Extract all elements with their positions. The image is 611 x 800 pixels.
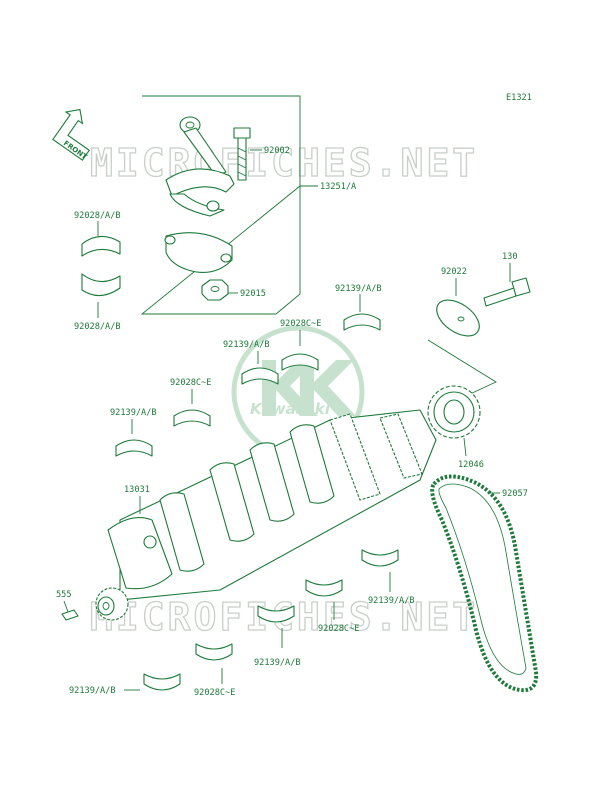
bearing-shell-92139-d [361,549,399,567]
sprocket-12046 [427,385,481,439]
label-92028-top2: 92028/A/B [74,322,121,332]
label-92028c-c: 92028C~E [318,624,359,634]
label-13251: 13251/A [320,182,357,192]
bearing-shell-92139-f [143,673,181,691]
bearing-shell-92028c-c [305,579,343,597]
label-130: 130 [502,252,518,262]
crankshaft [95,409,437,621]
label-92139-d: 92139/A/B [368,596,415,606]
bearing-shell-92028c-a [281,353,319,371]
label-92028-top1: 92028/A/B [74,211,121,221]
watermark-top: MICROFICHES.NET [90,141,478,185]
cam-chain-92057 [430,474,539,693]
label-12046: 12046 [458,460,484,470]
bearing-shell-92028c-d [195,643,233,661]
label-555: 555 [56,590,72,600]
bolt-130 [483,277,531,307]
connecting-rod [165,116,235,217]
label-92028c-d: 92028C~E [194,688,235,698]
rod-cap [165,232,233,273]
bearing-shell-92028-1 [81,235,121,257]
label-92028c-a: 92028C~E [280,319,321,329]
logo-text: Kawasaki [250,400,331,418]
label-92028c-b: 92028C~E [170,378,211,388]
conrod-assembly-frame [140,95,310,315]
label-92139-c: 92139/A/B [110,408,157,418]
bearing-shell-92139-c [115,439,153,457]
nut-92015 [201,279,229,301]
bearing-shell-92139-a [343,313,381,331]
bearing-shell-92139-e [257,605,295,623]
bolt-92002 [233,127,251,181]
bearing-shell-92139-b [241,367,279,385]
label-92057: 92057 [502,489,528,499]
label-92002: 92002 [264,146,290,156]
label-92139-b: 92139/A/B [223,340,270,350]
label-92022: 92022 [441,267,467,277]
bearing-shell-92028c-b [173,409,211,427]
diagram-code: E1321 [506,93,532,103]
label-92139-f: 92139/A/B [69,686,116,696]
label-92015: 92015 [240,289,266,299]
pin-555 [61,609,79,621]
washer-92022 [436,299,480,337]
label-92139-e: 92139/A/B [254,658,301,668]
label-13031: 13031 [124,485,150,495]
bearing-shell-92028-2 [81,273,121,297]
label-92139-a: 92139/A/B [335,284,382,294]
